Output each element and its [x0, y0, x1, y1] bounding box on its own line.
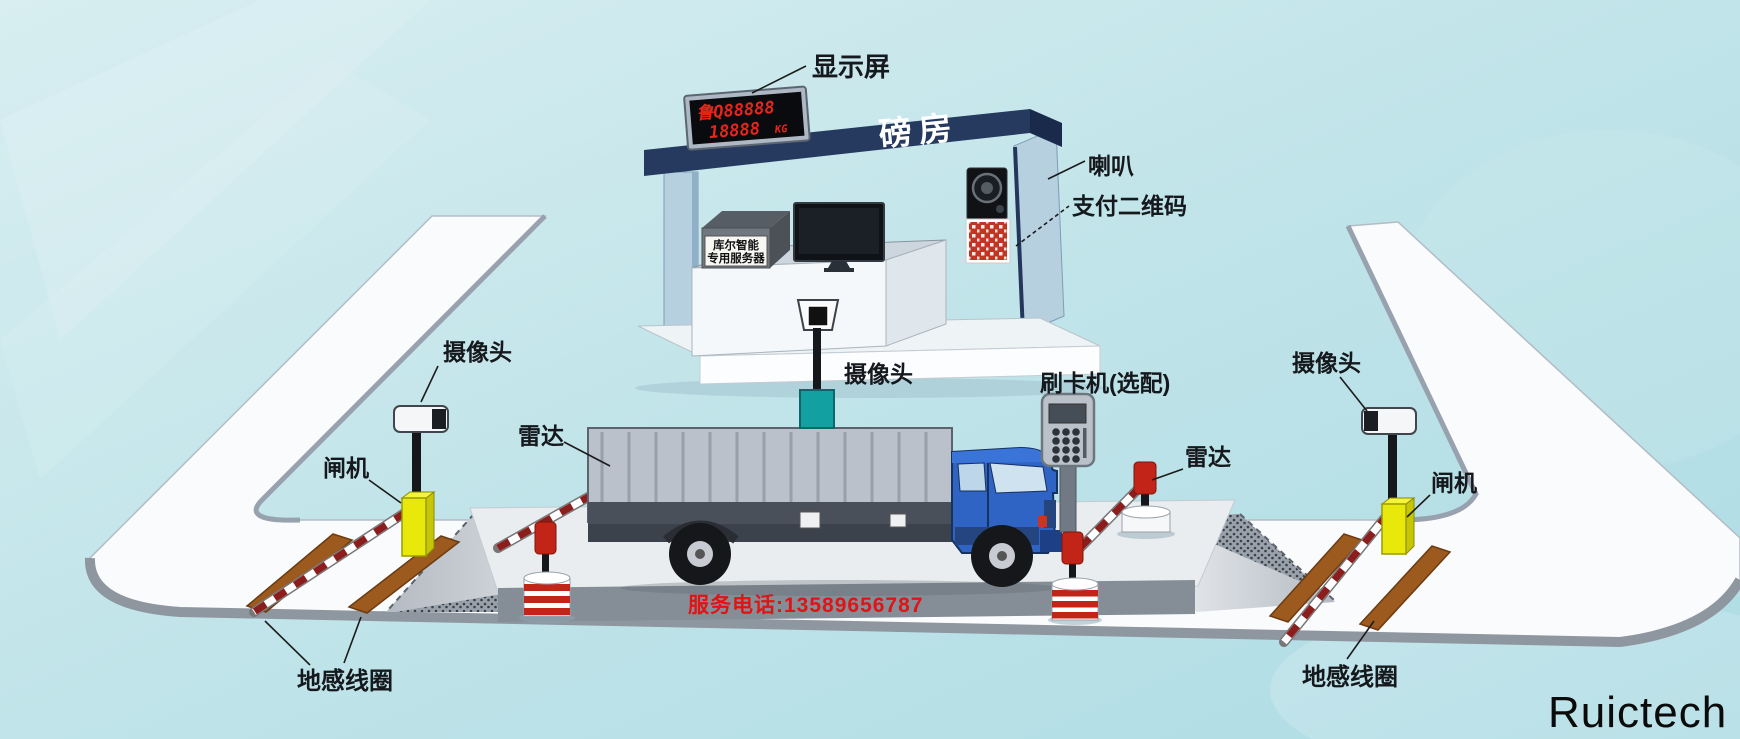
platform-front-face: [498, 580, 1195, 622]
camera-head-teal: [799, 389, 835, 429]
leader-lines: [264, 65, 1431, 666]
leader-radar-right: [1151, 468, 1184, 481]
server-label-line1: 库尔智能: [713, 238, 759, 252]
leader-ground-loop-left-2: [343, 616, 362, 664]
truck: [587, 427, 1062, 596]
label-display-screen: 显示屏: [812, 52, 890, 82]
camera-pole: [1388, 432, 1397, 506]
weigh-house: 库尔智能 专用服务器 磅房 鲁Q88888: [635, 85, 1105, 398]
card-reader-screen: [1048, 403, 1087, 424]
gate-housing: [401, 497, 427, 557]
led-display: 鲁Q88888 18888 KG: [683, 85, 811, 151]
right-gate-assembly: [1279, 407, 1417, 647]
leader-speaker: [1047, 160, 1086, 180]
label-gate-right: 闸机: [1431, 470, 1477, 496]
label-payment-qr: 支付二维码: [1071, 193, 1187, 219]
ground-loop-strip: [347, 535, 461, 614]
booth-camera: [796, 299, 840, 429]
service-phone-text: 服务电话:13589656787: [688, 593, 923, 617]
camera-pole: [412, 430, 421, 504]
led-weight: 18888: [708, 119, 761, 143]
label-camera-right: 摄像头: [1292, 350, 1361, 376]
leader-ground-loop-left-1: [264, 620, 311, 666]
radar-pole: [1069, 562, 1076, 586]
label-radar-right: 雷达: [1185, 444, 1231, 470]
leader-display-screen: [751, 65, 807, 94]
brand-logo: Ruictech: [1548, 688, 1727, 737]
leader-camera-right: [1339, 376, 1368, 412]
label-card-reader: 刷卡机(选配): [1040, 370, 1170, 396]
label-gate-left: 闸机: [323, 455, 369, 481]
camera-lens: [432, 409, 446, 429]
label-ground-loop-left: 地感线圈: [297, 667, 393, 695]
leader-gate-left: [368, 479, 402, 504]
server-label-line2: 专用服务器: [707, 251, 765, 265]
striped-base: [523, 571, 571, 617]
barrier-arm: [1075, 482, 1145, 553]
camera-pole: [813, 328, 821, 392]
road-bottom-edge: [85, 557, 1740, 648]
radar-head: [534, 521, 557, 555]
left-gate-assembly: [249, 405, 449, 617]
barrier-arm: [1279, 509, 1393, 647]
desk-front: [691, 259, 887, 357]
camera-lens: [1364, 411, 1378, 431]
leader-radar-left: [563, 441, 611, 467]
speaker: [966, 167, 1008, 221]
label-camera-center: 摄像头: [844, 361, 913, 387]
label-ground-loop-right: 地感线圈: [1302, 663, 1398, 691]
leader-gate-right: [1406, 494, 1431, 518]
ground-loops: [245, 533, 1452, 631]
ground-loop-strip: [1358, 545, 1452, 631]
striped-base: [1051, 577, 1099, 621]
leader-camera-left: [420, 365, 439, 403]
road-inner-edge-left: [253, 214, 547, 523]
gate-housing: [1381, 503, 1407, 555]
annotations: 显示屏 喇叭 支付二维码 摄像头 摄像头 摄像头 刷卡机(选配) 雷达 雷达 闸…: [297, 52, 1727, 737]
card-reader-keypad: [1052, 428, 1080, 463]
radar-head: [1061, 531, 1084, 565]
booth-name: 磅房: [877, 108, 960, 152]
label-radar-left: 雷达: [518, 423, 564, 449]
truck-wheels: [669, 523, 1033, 587]
server-box: 库尔智能 专用服务器: [701, 211, 790, 269]
card-reader: [1040, 392, 1096, 533]
booth-base-front: [699, 345, 1101, 385]
led-unit: KG: [773, 123, 788, 136]
barrier-arm: [249, 507, 411, 617]
radar-pole: [1141, 492, 1149, 516]
label-speaker: 喇叭: [1088, 153, 1134, 179]
desk-side: [885, 239, 947, 347]
truck-container-rail: [588, 502, 952, 524]
booth-roof: [644, 109, 1030, 176]
label-camera-left: 摄像头: [443, 339, 512, 365]
radar-pole: [542, 552, 549, 580]
radar-head: [1133, 461, 1157, 495]
leader-ground-loop-right: [1346, 620, 1375, 660]
monitor: [793, 202, 885, 272]
card-reader-pole: [1059, 461, 1077, 533]
payment-qr-code: [965, 218, 1011, 264]
right-radar-assembly: [1048, 461, 1175, 625]
